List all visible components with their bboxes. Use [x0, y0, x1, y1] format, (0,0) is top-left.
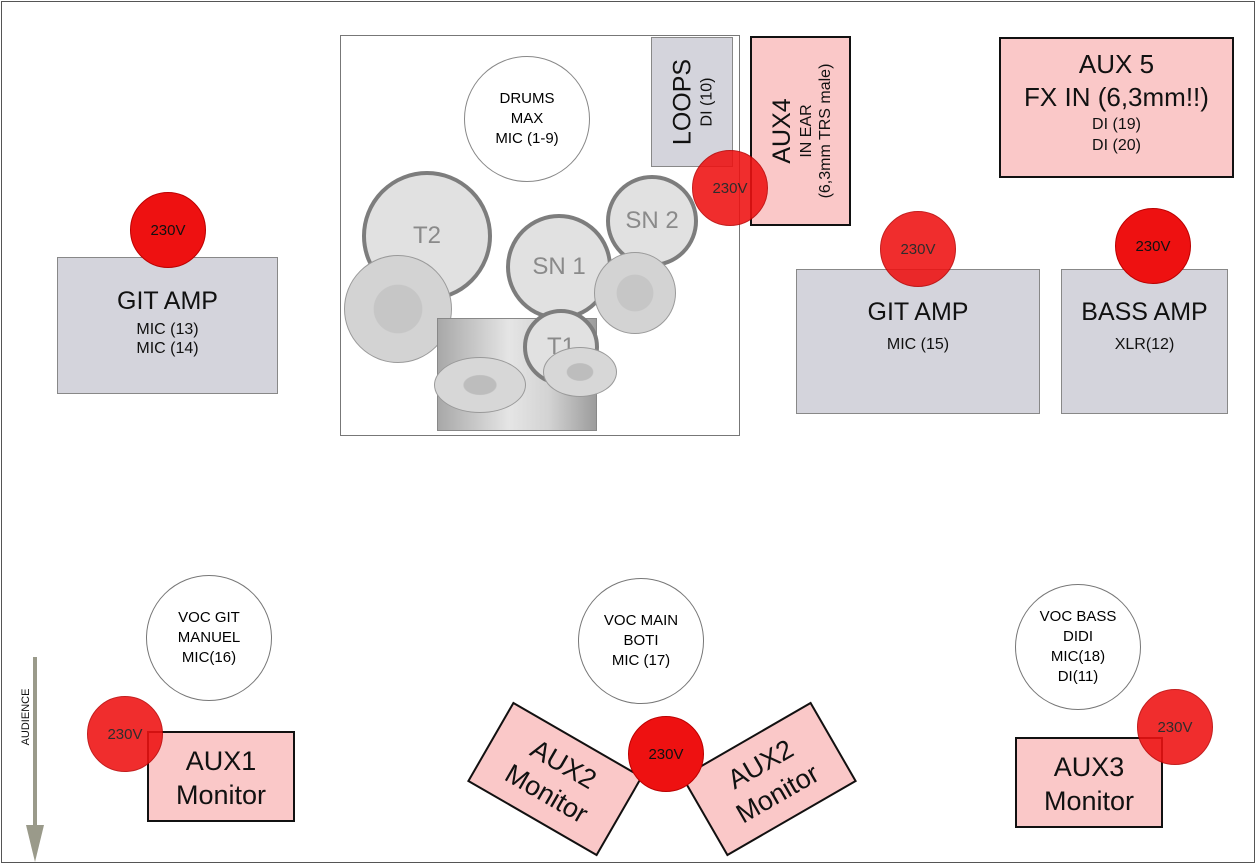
- audience-label: AUDIENCE: [20, 688, 32, 746]
- aux3-line2: Monitor: [1043, 786, 1135, 816]
- voc-git-line3: MIC(16): [181, 649, 237, 666]
- voc-main-line3: MIC (17): [611, 652, 671, 669]
- cymbal-left: [344, 255, 452, 363]
- power-outlet-voc-main: 230V: [628, 716, 704, 792]
- cymbal-right: [594, 252, 676, 334]
- drum-kit-area: DRUMS MAX MIC (1-9) T2 SN 1 SN 2 T1: [340, 35, 740, 436]
- voc-git-line2: MANUEL: [177, 629, 241, 646]
- voc-git-line1: VOC GIT: [178, 609, 240, 626]
- voc-main-line1: VOC MAIN: [603, 612, 679, 629]
- power-label: 230V: [1157, 718, 1193, 736]
- voc-main-line2: BOTI: [623, 632, 659, 649]
- snare-sn2-label: SN 2: [625, 207, 679, 234]
- drums-label: DRUMS: [499, 90, 555, 107]
- aux5-line4: DI (20): [1092, 137, 1141, 154]
- git-amp-left-mic1: MIC (13): [136, 321, 199, 338]
- power-label: 230V: [900, 240, 936, 258]
- voc-bass-line2: DIDI: [1063, 628, 1093, 645]
- aux3-line1: AUX3: [1053, 752, 1125, 782]
- drums-player: MAX: [510, 110, 544, 127]
- power-outlet-git-left: 230V: [130, 192, 206, 268]
- aux5-fx-box: AUX 5 FX IN (6,3mm!!) DI (19) DI (20): [999, 37, 1234, 178]
- voc-bass-line4: DI(11): [1057, 668, 1099, 685]
- power-outlet-drums: 230V: [692, 150, 768, 226]
- drums-mic: MIC (1-9): [495, 130, 559, 147]
- aux5-line3: DI (19): [1092, 116, 1141, 133]
- voc-main-circle: VOC MAIN BOTI MIC (17): [578, 578, 704, 704]
- power-label: 230V: [107, 725, 143, 743]
- drums-label-circle: DRUMS MAX MIC (1-9): [464, 56, 590, 182]
- loops-sub: DI (10): [698, 77, 716, 127]
- git-amp-right-mic: MIC (15): [886, 336, 950, 353]
- aux1-line2: Monitor: [175, 780, 267, 810]
- power-outlet-git-right: 230V: [880, 211, 956, 287]
- snare-sn1-label: SN 1: [532, 253, 586, 280]
- voc-bass-line3: MIC(18): [1050, 648, 1106, 665]
- git-amp-left-title: GIT AMP: [117, 287, 218, 315]
- power-label: 230V: [1135, 237, 1171, 255]
- audience-arrow-icon: [26, 657, 44, 862]
- audience-indicator: AUDIENCE: [20, 657, 48, 862]
- power-outlet-bass: 230V: [1115, 208, 1191, 284]
- git-amp-right-title: GIT AMP: [867, 298, 969, 326]
- tom-t2-label: T2: [412, 222, 441, 249]
- bass-amp-title: BASS AMP: [1081, 298, 1208, 326]
- loops-box: LOOPS DI (10): [651, 37, 733, 167]
- aux4-line2: IN EAR: [797, 104, 815, 158]
- snare-sn2: SN 2: [606, 175, 698, 267]
- loops-title: LOOPS: [668, 58, 697, 146]
- voc-bass-circle: VOC BASS DIDI MIC(18) DI(11): [1015, 584, 1141, 710]
- aux4-text: AUX4 IN EAR (6,3mm TRS male): [767, 64, 835, 199]
- aux3-monitor-box: AUX3 Monitor: [1015, 737, 1163, 828]
- aux1-monitor-box: AUX1 Monitor: [147, 731, 295, 822]
- voc-git-circle: VOC GIT MANUEL MIC(16): [146, 575, 272, 701]
- bass-amp-xlr: XLR(12): [1114, 336, 1175, 353]
- git-amp-left-box: GIT AMP MIC (13) MIC (14): [57, 257, 278, 394]
- power-label: 230V: [712, 179, 748, 197]
- hihat-left: [434, 357, 526, 413]
- power-label: 230V: [648, 745, 684, 763]
- aux1-line1: AUX1: [185, 746, 257, 776]
- git-amp-left-mic2: MIC (14): [136, 340, 199, 357]
- aux5-line2: FX IN (6,3mm!!): [1024, 82, 1209, 112]
- voc-bass-line1: VOC BASS: [1039, 608, 1117, 625]
- loops-text: LOOPS DI (10): [668, 59, 717, 145]
- aux4-line3: (6,3mm TRS male): [816, 63, 834, 199]
- power-outlet-voc-git: 230V: [87, 696, 163, 772]
- power-outlet-voc-bass: 230V: [1137, 689, 1213, 765]
- power-label: 230V: [150, 221, 186, 239]
- hihat-right: [543, 347, 617, 397]
- git-amp-right-box: GIT AMP MIC (15): [796, 269, 1040, 414]
- aux5-title: AUX 5: [1078, 49, 1155, 79]
- aux4-title: AUX4: [767, 98, 796, 164]
- bass-amp-box: BASS AMP XLR(12): [1061, 269, 1228, 414]
